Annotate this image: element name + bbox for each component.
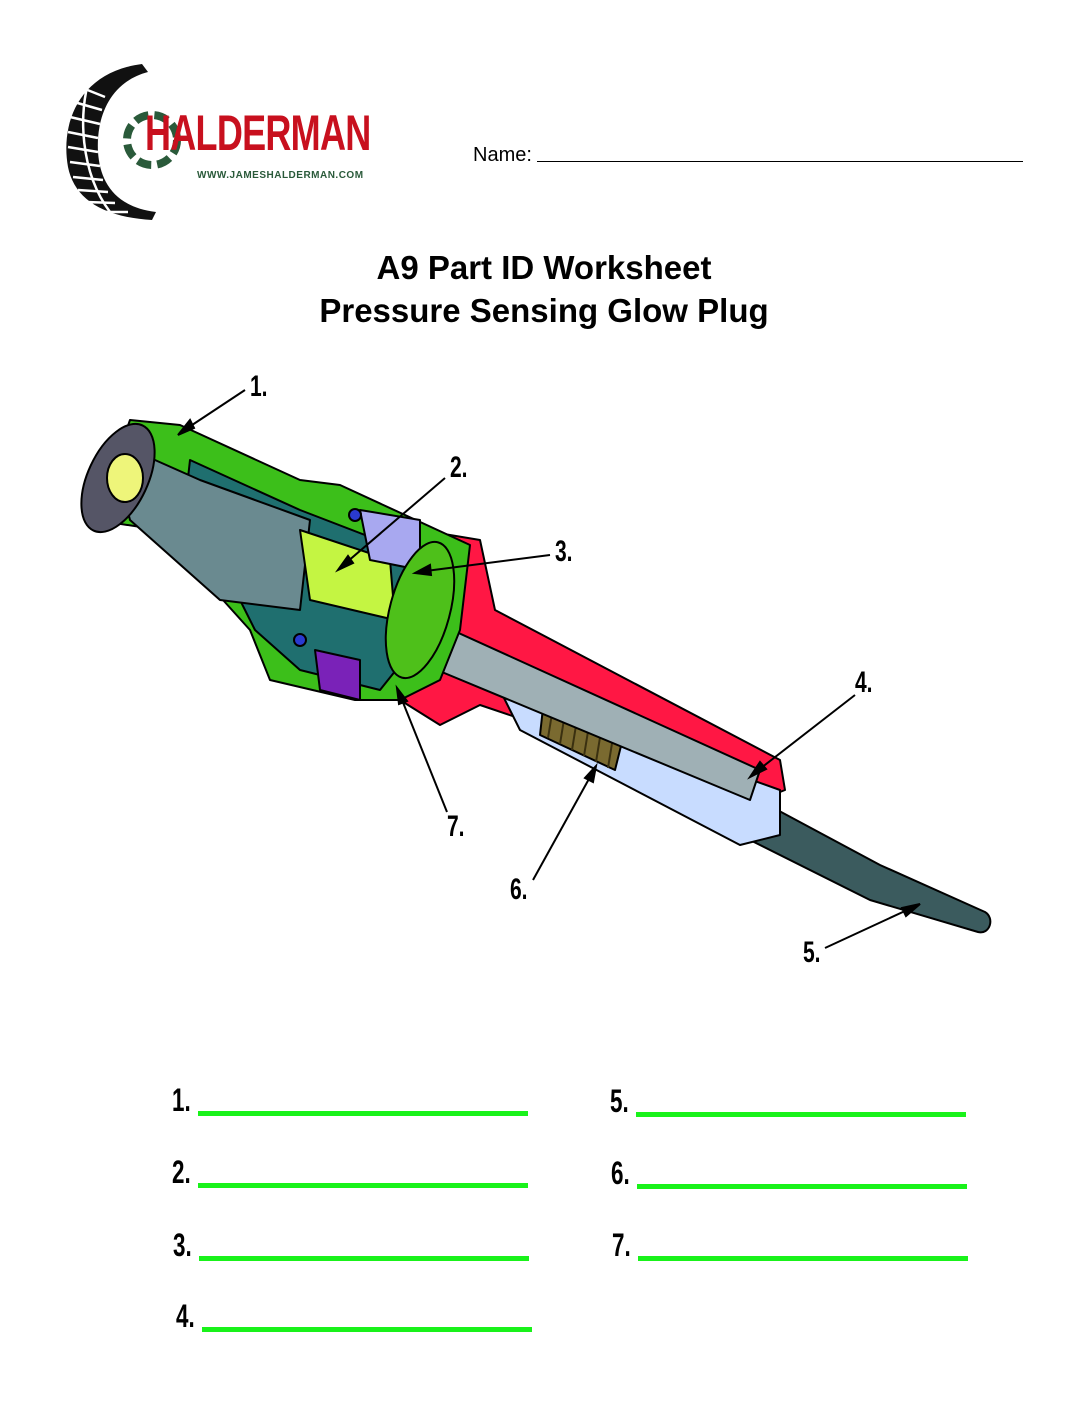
answer-number: 7. [612,1227,631,1263]
answer-number: 5. [610,1083,629,1119]
callout-1: 1. [250,370,268,403]
leader-line-6 [532,767,596,881]
callout-7: 7. [447,810,465,843]
answer-number: 6. [611,1155,630,1191]
glow-plug-illustration [80,389,992,949]
answer-number: 4. [176,1298,195,1334]
answer-line[interactable] [199,1256,529,1261]
callout-2: 2. [450,451,468,484]
answer-line[interactable] [198,1111,528,1116]
tire-icon [66,64,181,220]
answer-line[interactable] [637,1184,967,1189]
leader-line-2 [339,477,446,569]
name-label: Name: [473,144,532,166]
callout-3: 3. [555,535,573,568]
leader-line-7 [397,689,448,813]
leader-line-3 [417,554,551,573]
answer-number: 2. [172,1154,191,1190]
leader-line-5 [824,904,919,949]
logo-url-text: WWW.JAMESHALDERMAN.COM [197,170,364,181]
leader-line-4 [751,694,856,776]
callout-5: 5. [803,936,821,969]
answer-line[interactable] [638,1256,968,1261]
halderman-logo [60,62,370,222]
name-field[interactable] [537,161,1023,162]
worksheet-subtitle: Pressure Sensing Glow Plug [319,292,769,329]
answer-line[interactable] [198,1183,528,1188]
answer-number: 1. [172,1082,191,1118]
answer-line[interactable] [636,1112,966,1117]
glow-plug-diagram: 1. 2. 3. 4. 5. 6. 7. [0,360,1088,980]
worksheet-title: A9 Part ID Worksheet [376,249,712,286]
answer-line[interactable] [202,1327,532,1332]
logo-brand-text: HALDERMAN [145,105,371,161]
callout-6: 6. [510,873,528,906]
callout-4: 4. [855,666,873,699]
answer-number: 3. [173,1227,192,1263]
